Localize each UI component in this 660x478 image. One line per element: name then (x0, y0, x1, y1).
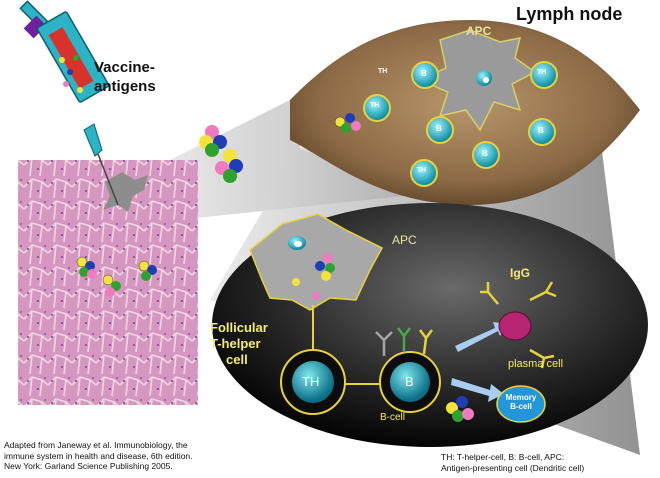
credit-line1: Adapted from Janeway et al. Immunobiolog… (4, 440, 188, 450)
node-b-label: B (421, 69, 427, 78)
vaccine-label-line2: antigens (94, 78, 156, 95)
plasma-cell-label: plasma cell (508, 358, 564, 370)
apc-node-label: APC (466, 24, 492, 38)
node-b-label: B (436, 124, 442, 133)
zoomed-antigens (292, 253, 335, 300)
vaccine-antigens-label: Vaccine- antigens (94, 58, 156, 96)
memory-line1: Memory (505, 393, 537, 402)
antigen-cluster (334, 113, 361, 133)
b-cell-caption: B-cell (380, 412, 406, 423)
memory-line2: B-cell (510, 402, 532, 411)
antigen-cluster (446, 396, 474, 422)
credit-line2: immune system in health and disease, 6th… (4, 450, 193, 461)
arrow-to-plasma (455, 322, 508, 352)
memory-b-cell (496, 385, 546, 423)
plasma-cell (498, 311, 532, 341)
page-title: Lymph node (516, 4, 623, 24)
follicular-line2: T-helper (210, 336, 261, 351)
node-b-label: B (538, 126, 544, 135)
apc-label: APC (392, 233, 417, 247)
follicular-line1: Follicular (210, 320, 268, 335)
th-cell-nucleus (292, 361, 334, 403)
node-b-label: B (482, 149, 488, 158)
antibody-icon (375, 327, 433, 356)
node-th-label: TH (378, 68, 388, 75)
igg-label: IgG (510, 266, 530, 280)
node-th-label: TH (370, 102, 380, 109)
igg-antibody-icon (480, 281, 557, 369)
b-cell-label: B (405, 374, 414, 389)
syringe (19, 0, 119, 206)
vaccine-label-line1: Vaccine- (94, 59, 155, 76)
lymph-node-cells (363, 61, 558, 187)
legend-line2: Antigen-presenting cell (Dendritic cell) (441, 463, 585, 473)
node-th-label: TH (537, 69, 547, 76)
antigen-cluster (199, 125, 243, 183)
legend: TH: T-helper-cell, B: B-cell, APC: Antig… (441, 452, 584, 474)
follicular-t-helper-label: Follicular T-helper cell (210, 320, 268, 368)
node-th-label: TH (417, 167, 427, 174)
legend-line1: TH: T-helper-cell, B: B-cell, APC: (441, 452, 565, 462)
b-cell-nucleus (390, 362, 430, 402)
source-credit: Adapted from Janeway et al. Immunobiolog… (4, 440, 193, 472)
th-cell-label: TH (302, 374, 320, 389)
follicular-line3: cell (226, 352, 248, 367)
memory-b-cell-label: Memory B-cell (500, 393, 542, 411)
tissue-apc-shape (103, 172, 148, 212)
zoomed-apc (249, 213, 384, 311)
antigen-cluster (76, 256, 157, 297)
credit-line3: New York: Garland Science Publishing 200… (4, 461, 173, 471)
arrow-to-memory (451, 378, 504, 402)
